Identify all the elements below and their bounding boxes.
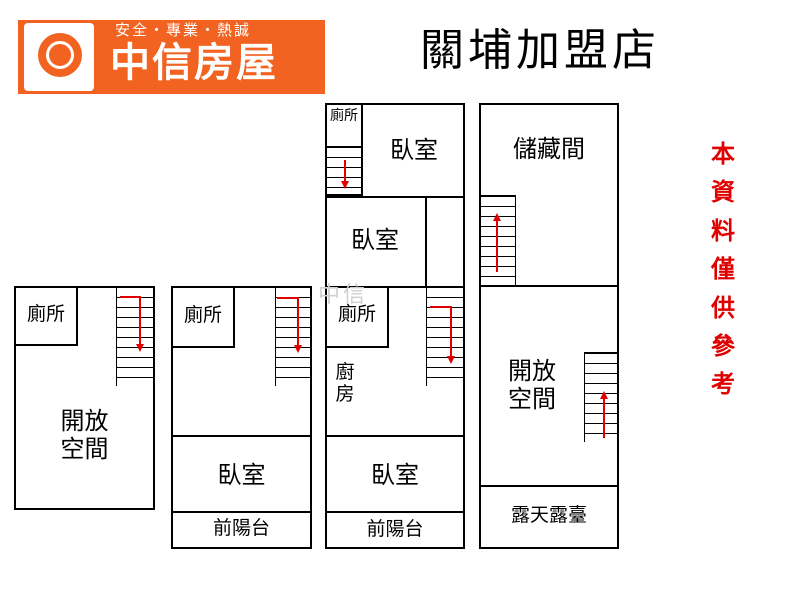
room-label: 廁所 <box>183 304 222 326</box>
closet <box>425 196 465 288</box>
room-label: 開放 空間 <box>60 407 109 463</box>
staircase <box>426 286 464 386</box>
room-label: 臥室 <box>371 461 419 489</box>
disclaimer-note: 本資料僅供參考 <box>711 140 735 399</box>
room-toilet <box>325 286 389 348</box>
room-label: 前陽台 <box>366 518 424 540</box>
room-label: 廁所 <box>330 108 358 124</box>
room-balcony <box>325 511 465 549</box>
room-terrace <box>479 485 619 549</box>
stair-arrow-tail <box>277 297 299 299</box>
stair-arrow-tail <box>430 306 452 308</box>
room-label: 露天露臺 <box>510 504 587 526</box>
room-label: 廚 房 <box>335 361 355 405</box>
arrow-up-icon <box>600 391 608 399</box>
staircase <box>275 286 311 386</box>
logo-slogan: 安全・專業・熱誠 <box>115 21 252 39</box>
room-label: 臥室 <box>217 461 266 489</box>
room-toilet <box>14 286 78 346</box>
stair-arrow <box>344 160 346 182</box>
room-toilet <box>171 286 235 348</box>
logo-ring-icon <box>46 41 74 69</box>
arrow-down-icon <box>136 344 144 352</box>
room-open-space <box>479 285 619 487</box>
logo-brand-name: 中信房屋 <box>110 40 278 86</box>
room-label: 前陽台 <box>212 517 270 539</box>
watermark: 中信 <box>318 283 369 308</box>
stair-arrow <box>450 306 452 358</box>
stair-arrow-tail <box>120 296 141 298</box>
staircase <box>480 195 516 285</box>
staircase <box>116 286 154 386</box>
arrow-down-icon <box>341 181 349 189</box>
room-label: 廁所 <box>337 303 376 325</box>
room-balcony <box>171 511 312 549</box>
room-label: 臥室 <box>351 226 399 254</box>
store-name: 關埔加盟店 <box>420 25 660 76</box>
room-bedroom <box>325 435 465 513</box>
stair-arrow <box>139 296 141 346</box>
arrow-down-icon <box>447 356 455 364</box>
room-label: 開放 空間 <box>508 357 556 413</box>
arrow-down-icon <box>294 345 302 353</box>
stair-arrow <box>496 220 498 272</box>
stair-arrow <box>603 398 605 438</box>
room-label: 廁所 <box>26 303 65 325</box>
room-label: 儲藏間 <box>513 135 585 163</box>
arrow-up-icon <box>493 213 501 221</box>
room-label: 臥室 <box>390 136 438 164</box>
stair-arrow <box>297 297 299 347</box>
